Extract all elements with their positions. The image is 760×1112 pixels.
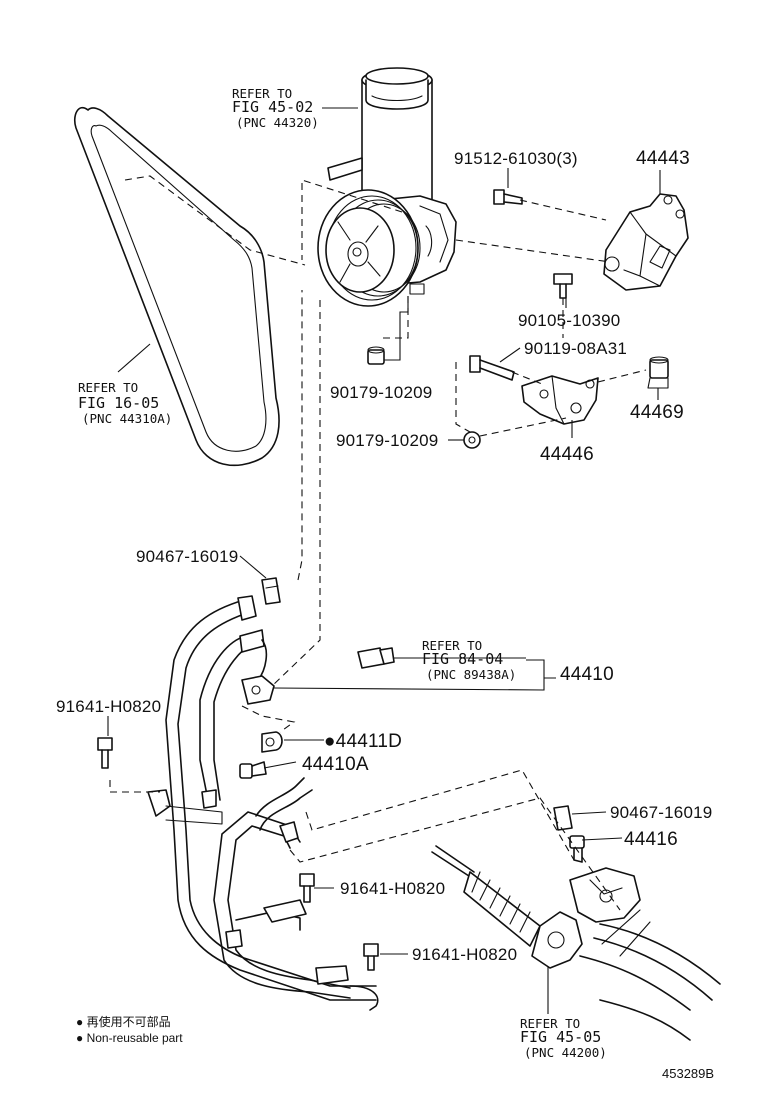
ref-sensor: REFER TO FIG 84-04 (PNC 89438A) bbox=[422, 638, 516, 682]
ref-reservoir: REFER TO FIG 45-02 (PNC 44320) bbox=[232, 86, 319, 130]
figure-code: 453289B bbox=[662, 1066, 714, 1081]
pn-91641-H0820-b[interactable]: 91641-H0820 bbox=[340, 879, 445, 898]
assembly-line-upper bbox=[301, 179, 647, 437]
nut-90179-10209-lower[interactable] bbox=[463, 431, 481, 449]
ref-reservoir-line2: FIG 45-02 bbox=[232, 98, 313, 116]
ref-sensor-line1: REFER TO bbox=[422, 638, 482, 653]
legend-english: ● Non-reusable part bbox=[76, 1031, 183, 1045]
return-hose[interactable] bbox=[213, 777, 379, 1011]
pn-91641-H0820-c[interactable]: 91641-H0820 bbox=[412, 945, 517, 964]
pn-90467-16019-b[interactable]: 90467-16019 bbox=[610, 803, 712, 822]
ref-gear-line2: FIG 45-05 bbox=[520, 1028, 601, 1046]
pn-90119-08A31[interactable]: 90119-08A31 bbox=[524, 339, 627, 358]
leader-lines bbox=[107, 107, 661, 1014]
bolt-91512-61030[interactable] bbox=[493, 189, 523, 205]
pn-90179-10209-b[interactable]: 90179-10209 bbox=[336, 431, 438, 450]
ref-gear-line3: (PNC 44200) bbox=[524, 1045, 607, 1060]
ref-belt-line2: FIG 16-05 bbox=[78, 394, 159, 412]
bolt-91641-H0820-mid[interactable] bbox=[299, 873, 315, 903]
pn-44410[interactable]: 44410 bbox=[560, 664, 614, 685]
part-numbers: 91512-61030(3) 44443 90105-10390 90119-0… bbox=[56, 148, 712, 964]
steering-gear[interactable] bbox=[431, 845, 721, 1041]
ref-gear-line1: REFER TO bbox=[520, 1016, 580, 1031]
ref-sensor-line3: (PNC 89438A) bbox=[426, 667, 516, 682]
bracket-44443[interactable] bbox=[603, 193, 689, 291]
nut-90179-10209-upper[interactable] bbox=[367, 346, 385, 365]
ref-belt: REFER TO FIG 16-05 (PNC 44310A) bbox=[78, 380, 172, 426]
pressure-sensor[interactable] bbox=[357, 647, 395, 669]
pn-44410A[interactable]: 44410A bbox=[302, 754, 369, 775]
pn-44411D[interactable]: ●44411D bbox=[324, 731, 402, 752]
ref-reservoir-line3: (PNC 44320) bbox=[236, 115, 319, 130]
pn-44469[interactable]: 44469 bbox=[630, 402, 684, 423]
belt-dashed-path bbox=[124, 175, 306, 266]
bracket-44446[interactable] bbox=[521, 375, 599, 425]
ref-sensor-line2: FIG 84-04 bbox=[422, 650, 503, 668]
legend: ● 再使用不可部品 ● Non-reusable part bbox=[76, 1014, 183, 1045]
bolt-90119-08A31[interactable] bbox=[469, 355, 515, 381]
pn-91512-61030[interactable]: 91512-61030(3) bbox=[454, 149, 578, 168]
spacer-44469[interactable] bbox=[647, 356, 669, 389]
pressure-hose[interactable] bbox=[165, 595, 377, 1001]
pn-44416[interactable]: 44416 bbox=[624, 829, 678, 850]
power-steering-pump[interactable] bbox=[317, 67, 457, 307]
assembly-line-lower bbox=[109, 290, 621, 911]
gasket-44411D[interactable] bbox=[261, 731, 283, 753]
hose-clamp-bracket[interactable] bbox=[147, 789, 307, 949]
ref-belt-line1: REFER TO bbox=[78, 380, 138, 395]
pn-90179-10209-a[interactable]: 90179-10209 bbox=[330, 383, 432, 402]
pn-91641-H0820-a[interactable]: 91641-H0820 bbox=[56, 697, 161, 716]
union-bolt-44410A[interactable] bbox=[239, 761, 267, 779]
clamp-90467-16019-upper[interactable] bbox=[261, 577, 281, 605]
clamp-90467-16019-lower[interactable] bbox=[553, 805, 573, 831]
pn-44443[interactable]: 44443 bbox=[636, 148, 690, 169]
bolt-91641-H0820-low[interactable] bbox=[363, 943, 379, 971]
legend-japanese: ● 再使用不可部品 bbox=[76, 1014, 171, 1029]
union-44416[interactable] bbox=[569, 835, 585, 863]
ref-gear: REFER TO FIG 45-05 (PNC 44200) bbox=[520, 1016, 607, 1060]
pn-44446[interactable]: 44446 bbox=[540, 444, 594, 465]
ref-reservoir-line1: REFER TO bbox=[232, 86, 292, 101]
ref-belt-line3: (PNC 44310A) bbox=[82, 411, 172, 426]
pn-90467-16019-a[interactable]: 90467-16019 bbox=[136, 547, 238, 566]
bolt-91641-H0820-left[interactable] bbox=[97, 737, 113, 769]
drive-belt[interactable] bbox=[73, 106, 280, 467]
bolt-90105-10390[interactable] bbox=[553, 273, 573, 299]
pn-90105-10390[interactable]: 90105-10390 bbox=[518, 311, 620, 330]
